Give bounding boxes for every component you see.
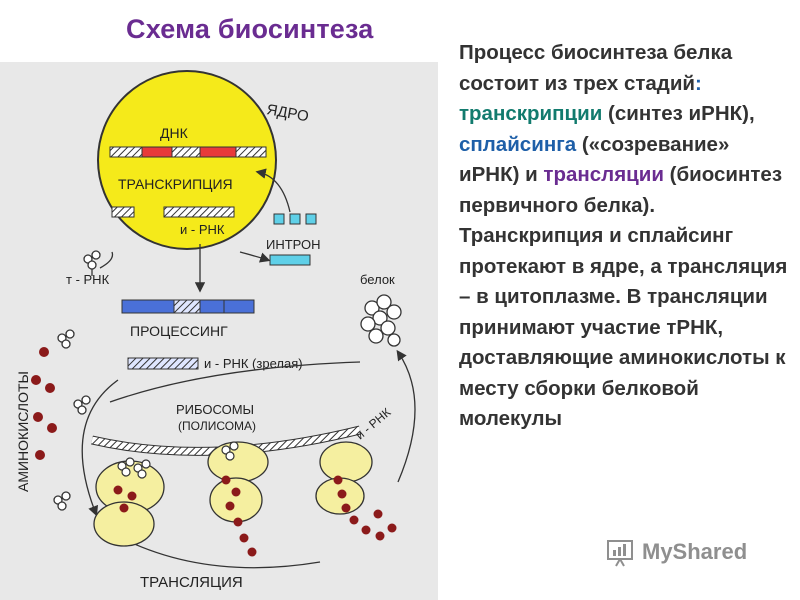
text-intro: Процесс биосинтеза белка состоит из трех…: [459, 41, 733, 95]
ribosome-2: [207, 441, 269, 523]
processing-strand: [121, 299, 255, 314]
intron-label: ИНТРОН: [266, 237, 321, 252]
term-transcription: транскрипции: [459, 102, 603, 125]
processing-label: ПРОЦЕССИНГ: [130, 323, 228, 339]
protein-label: белок: [360, 272, 395, 287]
text-colon: :: [695, 71, 702, 95]
transcription-label: ТРАНСКРИПЦИЯ: [118, 176, 233, 192]
biosynthesis-diagram: ЯДРО ДНК ТРАНСКРИПЦИЯ и - РНК ИНТРОН т -…: [15, 70, 416, 591]
dna-strand: [109, 146, 267, 158]
mrna-nucleus-label: и - РНК: [180, 222, 225, 237]
pre-mrna-strand: [111, 206, 235, 218]
trna-icons-left: [53, 329, 91, 511]
cycle-arrow-top: [109, 361, 361, 403]
text-part-3: («созревание» иРНК) и: [459, 132, 730, 187]
watermark-brand: MyShared: [642, 539, 748, 564]
term-translation: трансляции: [543, 163, 664, 186]
ribosome-1: [93, 460, 165, 547]
trna-on-ribosomes: [117, 441, 239, 479]
intron-return-arrow: [255, 168, 291, 213]
peptide-chain-1: [113, 485, 137, 513]
myshared-watermark: MyShared: [606, 537, 747, 567]
nucleus-label: ЯДРО: [265, 101, 310, 125]
mature-mrna-label: и - РНК (зрелая): [204, 356, 303, 371]
nucleus: [97, 70, 277, 250]
translation-label: ТРАНСЛЯЦИЯ: [140, 574, 243, 591]
peptide-chain-2: [221, 475, 257, 557]
trna-arrow: [99, 251, 114, 269]
protein-arrow: [396, 349, 416, 483]
intron-strand: [269, 254, 311, 266]
ribosome-3: [315, 441, 373, 515]
intron-pieces: [273, 213, 317, 225]
polysome-label: (ПОЛИСОМА): [178, 419, 256, 433]
cycle-arrow-left: [81, 379, 119, 517]
text-part-2: (синтез иРНК),: [602, 102, 755, 125]
slide-title: Схема биосинтеза: [126, 14, 374, 44]
ribosomes-label: РИБОСОМЫ: [176, 402, 254, 417]
trna-label: т - РНК: [66, 272, 110, 287]
mature-mrna-strand: [127, 357, 199, 370]
mrna-strand-label: и - РНК: [353, 405, 393, 442]
trna-icon-top: [83, 250, 101, 276]
protein-blob: [360, 294, 402, 347]
amino-acid-dots-left: [31, 347, 57, 460]
presentation-icon: [607, 540, 633, 567]
peptide-chain-3: [333, 475, 397, 541]
text-part-4: (биосинтез первичного белка). Транскрипц…: [459, 163, 788, 430]
intron-arrow: [239, 251, 271, 263]
dna-label: ДНК: [160, 125, 189, 141]
amino-acids-label: АМИНОКИСЛОТЫ: [15, 371, 31, 492]
description-text: Процесс биосинтеза белка состоит из трех…: [459, 38, 794, 435]
term-splicing: сплайсинга: [459, 132, 577, 156]
